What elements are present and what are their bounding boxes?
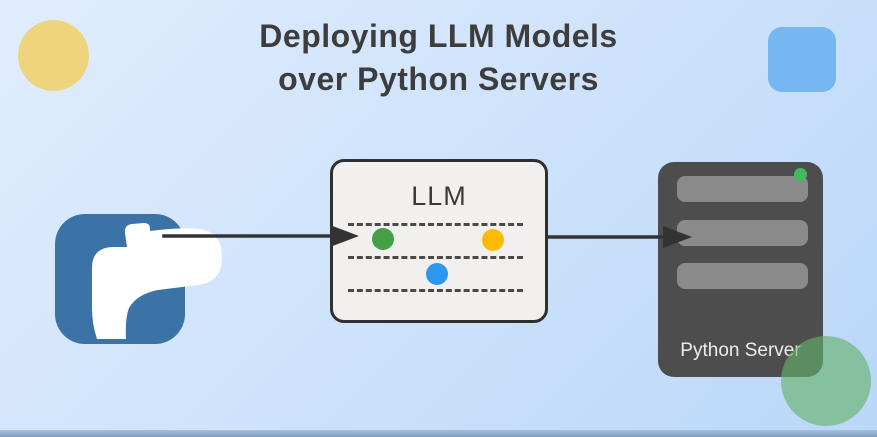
server-slot bbox=[677, 220, 808, 246]
blue-square-decoration bbox=[768, 27, 836, 92]
token-line bbox=[348, 289, 523, 292]
server-label: Python Server bbox=[680, 340, 801, 361]
green-token-dot bbox=[372, 228, 394, 250]
server-slot bbox=[677, 263, 808, 289]
blue-token-dot bbox=[426, 263, 448, 285]
server-status-led-icon bbox=[794, 168, 807, 181]
page-title-line-2: over Python Servers bbox=[278, 61, 599, 97]
llm-box-label: LLM bbox=[411, 181, 467, 211]
python-snake-icon bbox=[55, 214, 222, 344]
green-circle-decoration bbox=[781, 336, 871, 426]
page-title: Deploying LLM Models over Python Servers bbox=[0, 15, 877, 101]
token-line bbox=[348, 256, 523, 259]
python-server-box: Python Server bbox=[658, 162, 823, 377]
llm-box: LLM bbox=[330, 159, 548, 323]
page-title-line-1: Deploying LLM Models bbox=[259, 18, 618, 54]
server-slot bbox=[677, 176, 808, 202]
bottom-bar-decoration bbox=[0, 430, 877, 437]
python-logo-icon bbox=[40, 200, 240, 350]
yellow-token-dot bbox=[482, 229, 504, 251]
token-line bbox=[348, 223, 523, 226]
yellow-circle-decoration bbox=[18, 20, 89, 91]
